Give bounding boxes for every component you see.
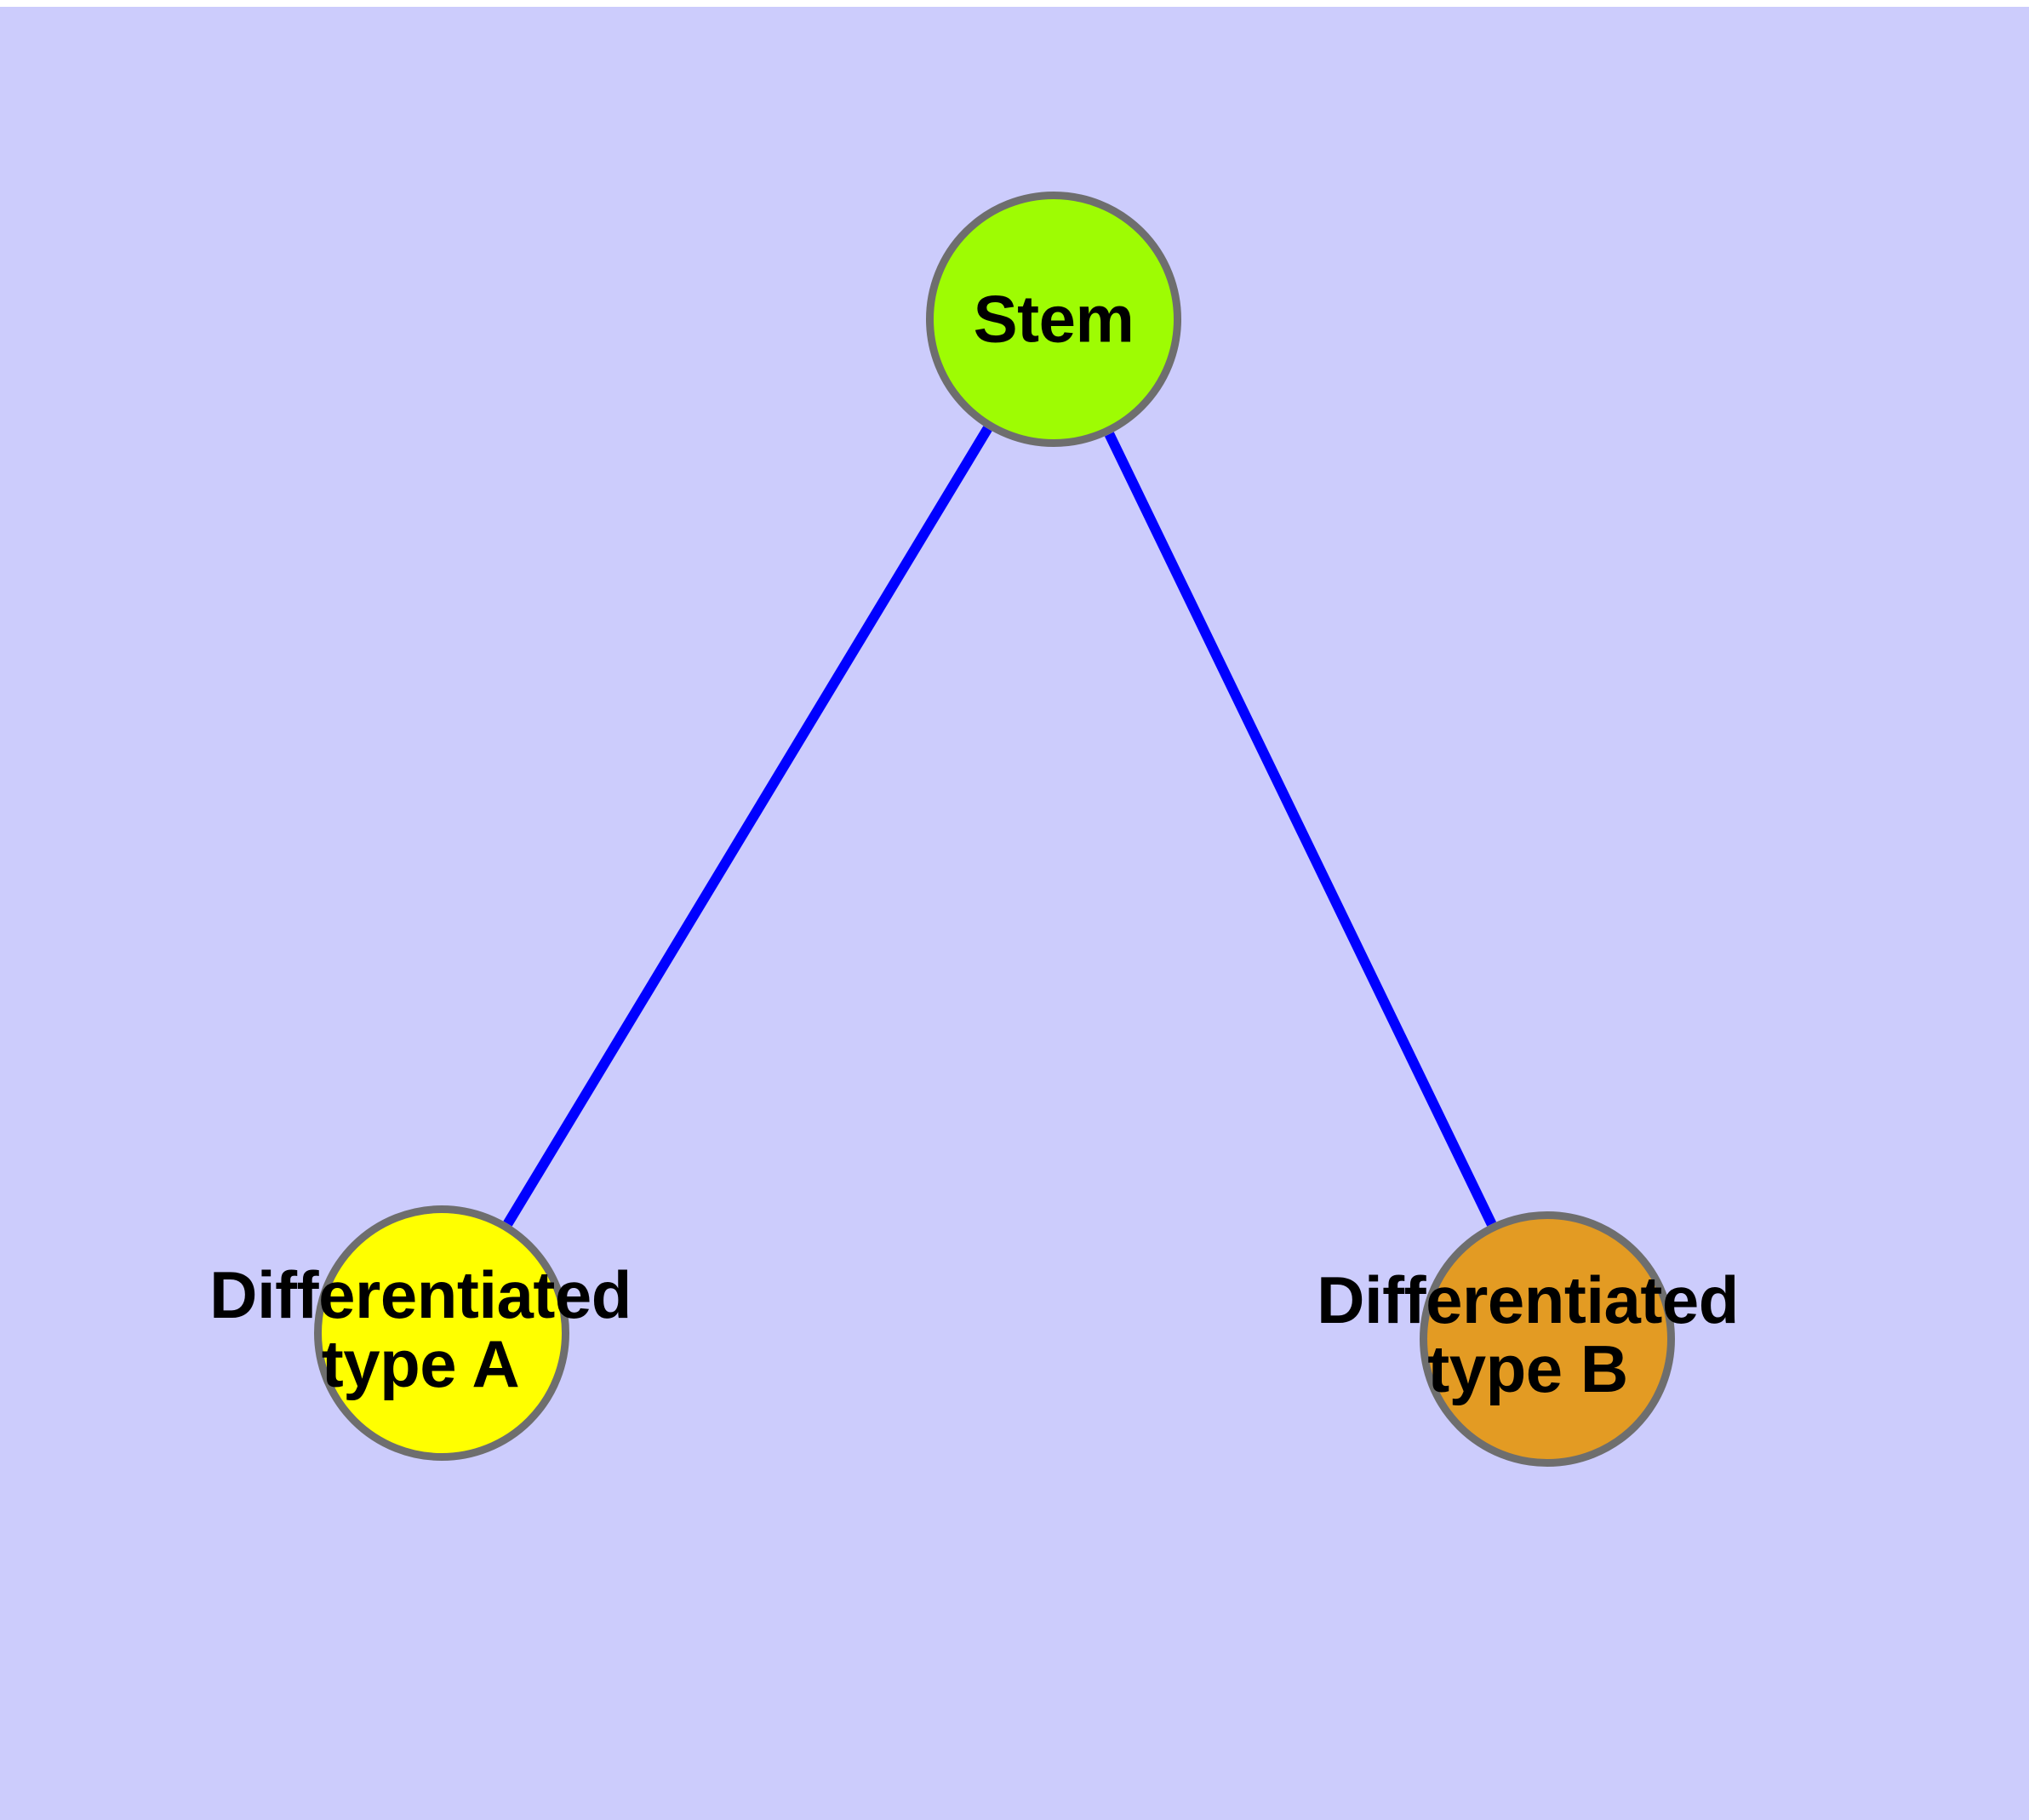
graph-edge [503,426,992,1227]
graph-node-stem[interactable] [926,192,1181,447]
graph-node-type-b[interactable] [1420,1211,1675,1467]
edges-group [503,426,1497,1227]
graph-node-type-a[interactable] [314,1205,569,1461]
graph-edge [1104,432,1497,1227]
nodes-group [314,192,1675,1467]
